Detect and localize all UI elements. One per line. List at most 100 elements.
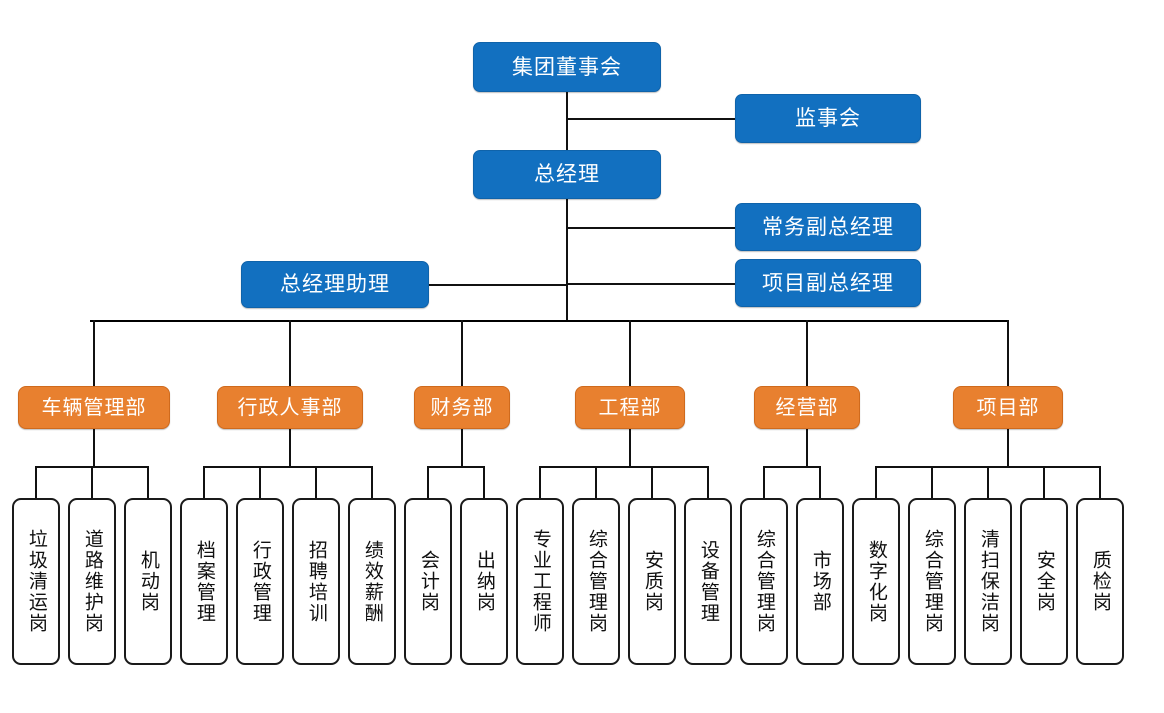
connector-branch-to-position: [259, 466, 261, 498]
connector-branch-bar: [204, 466, 372, 468]
node-supervisory-board[interactable]: 监事会: [735, 94, 921, 143]
node-department[interactable]: 车辆管理部: [18, 386, 170, 429]
connector-branch-to-position: [315, 466, 317, 498]
node-label: 数字化岗: [865, 539, 888, 624]
node-label: 质检岗: [1089, 550, 1112, 613]
node-gm-assistant[interactable]: 总经理助理: [241, 261, 429, 308]
node-label: 机动岗: [137, 550, 160, 613]
department-trunk: [90, 320, 1009, 323]
node-label: 会计岗: [417, 550, 440, 613]
connector-gm-to-project-deputy: [566, 283, 735, 285]
node-position[interactable]: 质检岗: [1076, 498, 1124, 665]
node-label: 安质岗: [641, 550, 664, 613]
connector-department-to-branch: [93, 429, 95, 466]
node-label: 道路维护岗: [81, 529, 104, 634]
node-label: 综合管理岗: [585, 529, 608, 634]
connector-department-to-branch: [806, 429, 808, 466]
connector-branch-to-position: [147, 466, 149, 498]
node-position[interactable]: 机动岗: [124, 498, 172, 665]
connector-branch-to-position: [371, 466, 373, 498]
connector-department-to-branch: [1007, 429, 1009, 466]
node-label: 总经理助理: [280, 272, 390, 297]
node-label: 清扫保洁岗: [977, 529, 1000, 634]
node-department[interactable]: 项目部: [953, 386, 1063, 429]
node-department[interactable]: 行政人事部: [217, 386, 363, 429]
node-department[interactable]: 经营部: [754, 386, 860, 429]
connector-branch-bar: [764, 466, 820, 468]
connector-gm-to-executive-deputy: [566, 227, 735, 229]
connector-gm-to-trunk: [566, 199, 568, 321]
node-board-of-directors[interactable]: 集团董事会: [473, 42, 661, 92]
connector-trunk-to-department: [93, 320, 95, 386]
connector-department-to-branch: [461, 429, 463, 466]
node-position[interactable]: 专业工程师: [516, 498, 564, 665]
connector-gm-to-assistant: [429, 284, 567, 286]
node-label: 工程部: [598, 395, 662, 419]
node-position[interactable]: 综合管理岗: [740, 498, 788, 665]
node-label: 档案管理: [193, 539, 216, 624]
node-position[interactable]: 安全岗: [1020, 498, 1068, 665]
connector-department-to-branch: [289, 429, 291, 466]
node-department[interactable]: 财务部: [414, 386, 510, 429]
connector-branch-to-position: [707, 466, 709, 498]
connector-trunk-to-department: [461, 320, 463, 386]
connector-board-to-gm: [566, 92, 568, 150]
node-position[interactable]: 市场部: [796, 498, 844, 665]
connector-trunk-to-department: [1007, 320, 1009, 386]
node-label: 监事会: [795, 106, 861, 131]
node-position[interactable]: 绩效薪酬: [348, 498, 396, 665]
node-executive-deputy-gm[interactable]: 常务副总经理: [735, 203, 921, 251]
node-label: 市场部: [809, 550, 832, 613]
connector-branch-to-position: [819, 466, 821, 498]
node-position[interactable]: 清扫保洁岗: [964, 498, 1012, 665]
connector-branch-to-position: [595, 466, 597, 498]
node-label: 总经理: [534, 162, 600, 187]
node-position[interactable]: 垃圾清运岗: [12, 498, 60, 665]
node-label: 绩效薪酬: [361, 539, 384, 624]
connector-branch-to-position: [483, 466, 485, 498]
node-department[interactable]: 工程部: [575, 386, 685, 429]
node-position[interactable]: 综合管理岗: [572, 498, 620, 665]
node-position[interactable]: 会计岗: [404, 498, 452, 665]
node-label: 专业工程师: [529, 529, 552, 634]
node-label: 财务部: [430, 395, 494, 419]
node-label: 车辆管理部: [41, 395, 147, 419]
node-label: 设备管理: [697, 539, 720, 624]
node-label: 项目副总经理: [762, 270, 894, 295]
connector-trunk-to-department: [289, 320, 291, 386]
node-label: 出纳岗: [473, 550, 496, 613]
node-position[interactable]: 行政管理: [236, 498, 284, 665]
connector-branch-to-position: [987, 466, 989, 498]
connector-branch-to-position: [91, 466, 93, 498]
connector-branch-to-position: [1099, 466, 1101, 498]
node-label: 集团董事会: [512, 54, 622, 79]
connector-branch-to-position: [763, 466, 765, 498]
node-label: 行政管理: [249, 539, 272, 624]
node-position[interactable]: 道路维护岗: [68, 498, 116, 665]
connector-branch-to-position: [539, 466, 541, 498]
connector-trunk-to-department: [806, 320, 808, 386]
node-position[interactable]: 招聘培训: [292, 498, 340, 665]
connector-branch-bar: [428, 466, 484, 468]
node-label: 常务副总经理: [762, 214, 894, 239]
node-label: 垃圾清运岗: [25, 529, 48, 634]
node-position[interactable]: 出纳岗: [460, 498, 508, 665]
node-position[interactable]: 综合管理岗: [908, 498, 956, 665]
connector-gm-to-supervisory-board: [566, 118, 735, 120]
node-general-manager[interactable]: 总经理: [473, 150, 661, 199]
node-label: 项目部: [976, 395, 1040, 419]
node-label: 行政人事部: [237, 395, 343, 419]
node-position[interactable]: 设备管理: [684, 498, 732, 665]
connector-department-to-branch: [629, 429, 631, 466]
node-position[interactable]: 档案管理: [180, 498, 228, 665]
node-label: 安全岗: [1033, 550, 1056, 613]
connector-branch-to-position: [1043, 466, 1045, 498]
node-label: 综合管理岗: [753, 529, 776, 634]
node-project-deputy-gm[interactable]: 项目副总经理: [735, 259, 921, 307]
node-position[interactable]: 安质岗: [628, 498, 676, 665]
node-position[interactable]: 数字化岗: [852, 498, 900, 665]
connector-branch-to-position: [203, 466, 205, 498]
connector-branch-to-position: [651, 466, 653, 498]
connector-branch-to-position: [931, 466, 933, 498]
